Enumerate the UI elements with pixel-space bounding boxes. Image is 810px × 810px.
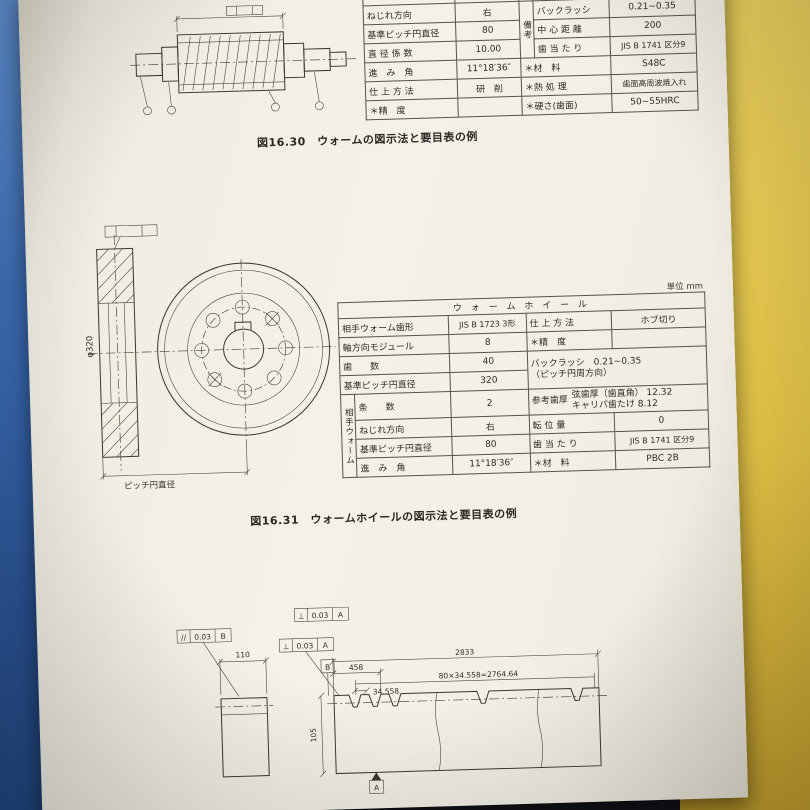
spec-label: 転 位 量 — [528, 412, 615, 435]
tolerance-frame-mid: ⊥ 0.03 A — [278, 637, 334, 653]
spec-value: 2 — [450, 389, 529, 418]
spec-label: 歯 当 た り — [534, 36, 611, 58]
rack-body — [333, 687, 602, 775]
worm-drawing — [130, 5, 359, 116]
spec-value: JIS B 1723 3形 — [448, 313, 527, 335]
spec-label: 仕 上 方 法 — [525, 310, 612, 333]
rack-end-block — [215, 697, 274, 778]
spec-label: ＊精 度 — [526, 329, 613, 352]
svg-text:A: A — [374, 783, 380, 792]
tolerance-frame-blank — [104, 224, 158, 250]
datum-a-symbol: A — [369, 772, 385, 794]
spec-label: 進 み 角 — [356, 455, 453, 478]
svg-text:B: B — [220, 632, 225, 641]
svg-text:A: A — [323, 641, 329, 650]
spec-value: 200 — [609, 15, 696, 37]
phi-dimension: φ320 — [85, 336, 96, 358]
dim-110: 110 — [216, 650, 269, 695]
break-line — [537, 689, 543, 768]
dim-105: 105 — [309, 692, 327, 778]
spec-label: ＊硬さ(歯面) — [521, 93, 613, 116]
svg-text:80×34.558=2764.64: 80×34.558=2764.64 — [439, 669, 519, 680]
svg-text:34.558: 34.558 — [373, 687, 400, 697]
spec-value: 11°18′36″ — [452, 453, 531, 475]
spec-value: 歯面高周波焼入れ — [611, 72, 698, 94]
balloon-markers — [140, 71, 324, 116]
spec-label: バックラッシ — [532, 0, 610, 20]
pitch-diameter-dimension: ピッチ円直径 — [100, 445, 251, 492]
spec-label: 歯 当 た り — [529, 431, 616, 454]
spec-label: 中 心 距 離 — [533, 17, 610, 39]
spec-value: 研 削 — [457, 77, 522, 99]
tolerance-frame-left: // 0.03 B — [176, 628, 232, 644]
svg-text:A: A — [338, 610, 344, 619]
spec-value — [457, 96, 523, 118]
front-view — [157, 262, 331, 436]
svg-text:B: B — [325, 663, 330, 672]
section-hatch — [96, 248, 139, 458]
svg-text:110: 110 — [235, 650, 250, 659]
book-page: ねじれ方向 右 備考 バックラッシ 0.21~0.35 基準ピッチ円直径 80 … — [17, 0, 749, 810]
spec-value: JIS B 1741 区分9 — [609, 34, 697, 56]
spec-value: 50~55HRC — [611, 91, 699, 113]
backlash-line2: （ピッチ円周方向） — [530, 367, 613, 381]
break-line — [435, 692, 441, 771]
crossed-hole-marks — [208, 311, 280, 387]
spec-value: S48C — [610, 53, 698, 75]
spec-value: 10.00 — [456, 39, 521, 61]
spec-label: ＊精 度 — [365, 98, 459, 120]
spec-value: 320 — [449, 370, 528, 392]
svg-text:2833: 2833 — [455, 647, 475, 657]
dim-458: 458 — [330, 663, 384, 695]
tolerance-frame-top: ⊥ 0.03 A — [294, 606, 350, 623]
spec-value: 40 — [449, 351, 528, 373]
dim-total: 80×34.558=2764.64 — [355, 669, 596, 695]
svg-text:ピッチ円直径: ピッチ円直径 — [124, 479, 176, 492]
svg-text://: // — [181, 633, 187, 642]
section-view — [96, 234, 140, 471]
svg-text:⊥: ⊥ — [283, 642, 290, 651]
spec-value: 右 — [451, 415, 530, 437]
datum-b-box: B — [320, 659, 335, 696]
worm-thread-hatch — [182, 33, 281, 91]
rack-drawing: ⊥ 0.03 A ⊥ 0.03 A // 0.03 B — [176, 606, 608, 794]
backlash-cell: バックラッシ 0.21~0.35 （ピッチ円周方向） — [526, 345, 708, 390]
svg-text:458: 458 — [349, 663, 364, 672]
tolerance-frame-blank — [226, 5, 263, 16]
sanko-label: 参考歯厚 — [531, 395, 568, 407]
svg-text:0.03: 0.03 — [194, 632, 211, 641]
dim-2833: 2833 — [329, 647, 601, 696]
worm-wheel-spec-table: ウ ォ ー ム ホ イ ー ル 相手ウォーム歯形 JIS B 1723 3形 仕… — [337, 291, 710, 478]
sanko-line2: キャリパ歯たけ 8.12 — [571, 398, 658, 411]
spec-value: 右 — [454, 1, 520, 23]
spec-value: 11°18′36″ — [456, 58, 522, 80]
fig30-caption: 図16.30 ウォームの図示法と要目表の例 — [256, 130, 479, 150]
worm-wheel-drawing: φ320 ピッチ円直径 — [85, 224, 336, 492]
spec-value: 80 — [455, 20, 521, 42]
spec-value: 8 — [448, 332, 527, 354]
spec-value: PBC 2B — [615, 447, 710, 470]
svg-text:0.03: 0.03 — [312, 611, 329, 620]
spec-label: ＊材 料 — [529, 450, 616, 473]
svg-text:105: 105 — [309, 728, 318, 743]
spec-value: 80 — [451, 434, 530, 456]
dim-pitch: 34.558 — [351, 687, 400, 697]
worm-spec-table: ねじれ方向 右 備考 バックラッシ 0.21~0.35 基準ピッチ円直径 80 … — [362, 0, 699, 120]
spec-label: 条 数 — [354, 391, 452, 421]
svg-text:⊥: ⊥ — [298, 611, 305, 620]
worm-dimension-lines — [173, 12, 286, 32]
svg-text:0.03: 0.03 — [296, 641, 313, 650]
